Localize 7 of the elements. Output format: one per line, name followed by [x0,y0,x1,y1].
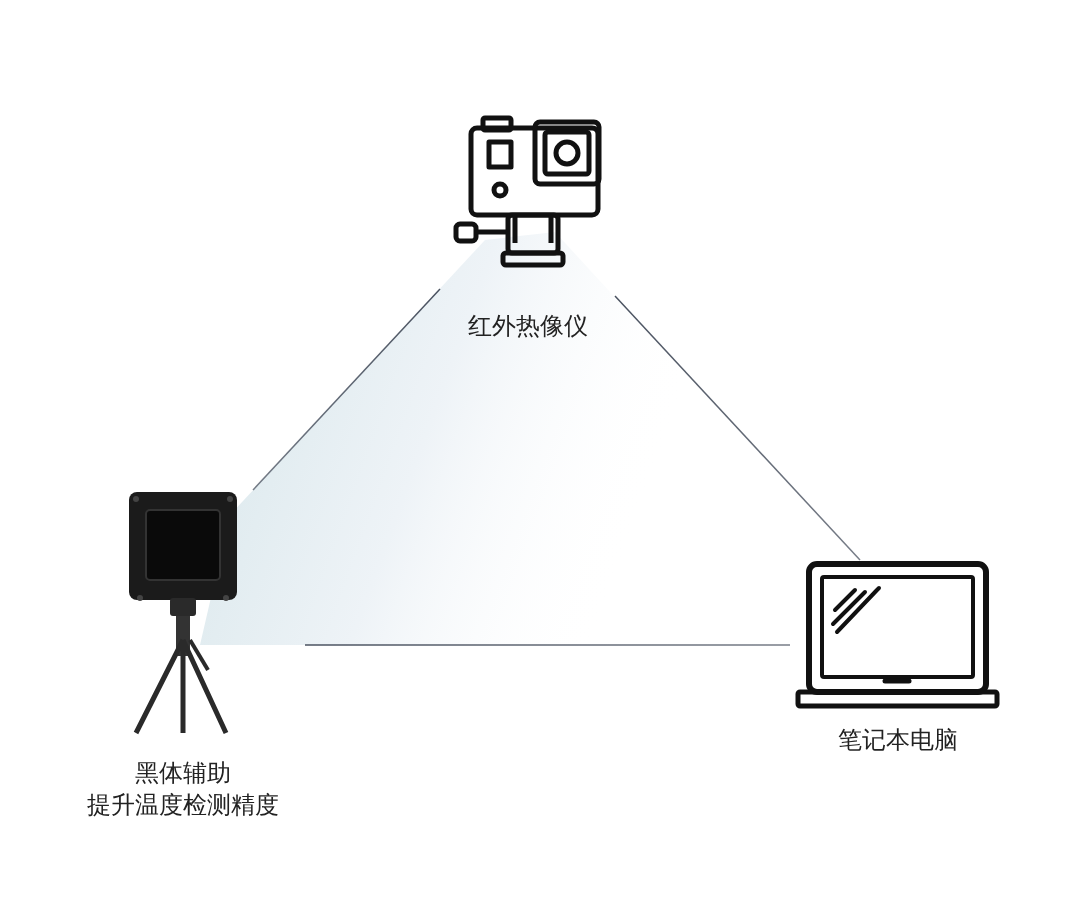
device-label: 红外热像仪 [467,311,588,342]
device-label: 黑体辅助 [134,758,231,789]
connector-line [304,644,791,646]
device-label: 笔记本电脑 [837,725,958,756]
connector-line [614,295,861,561]
device-label: 提升温度检测精度 [86,790,279,821]
connector-line [252,288,441,491]
